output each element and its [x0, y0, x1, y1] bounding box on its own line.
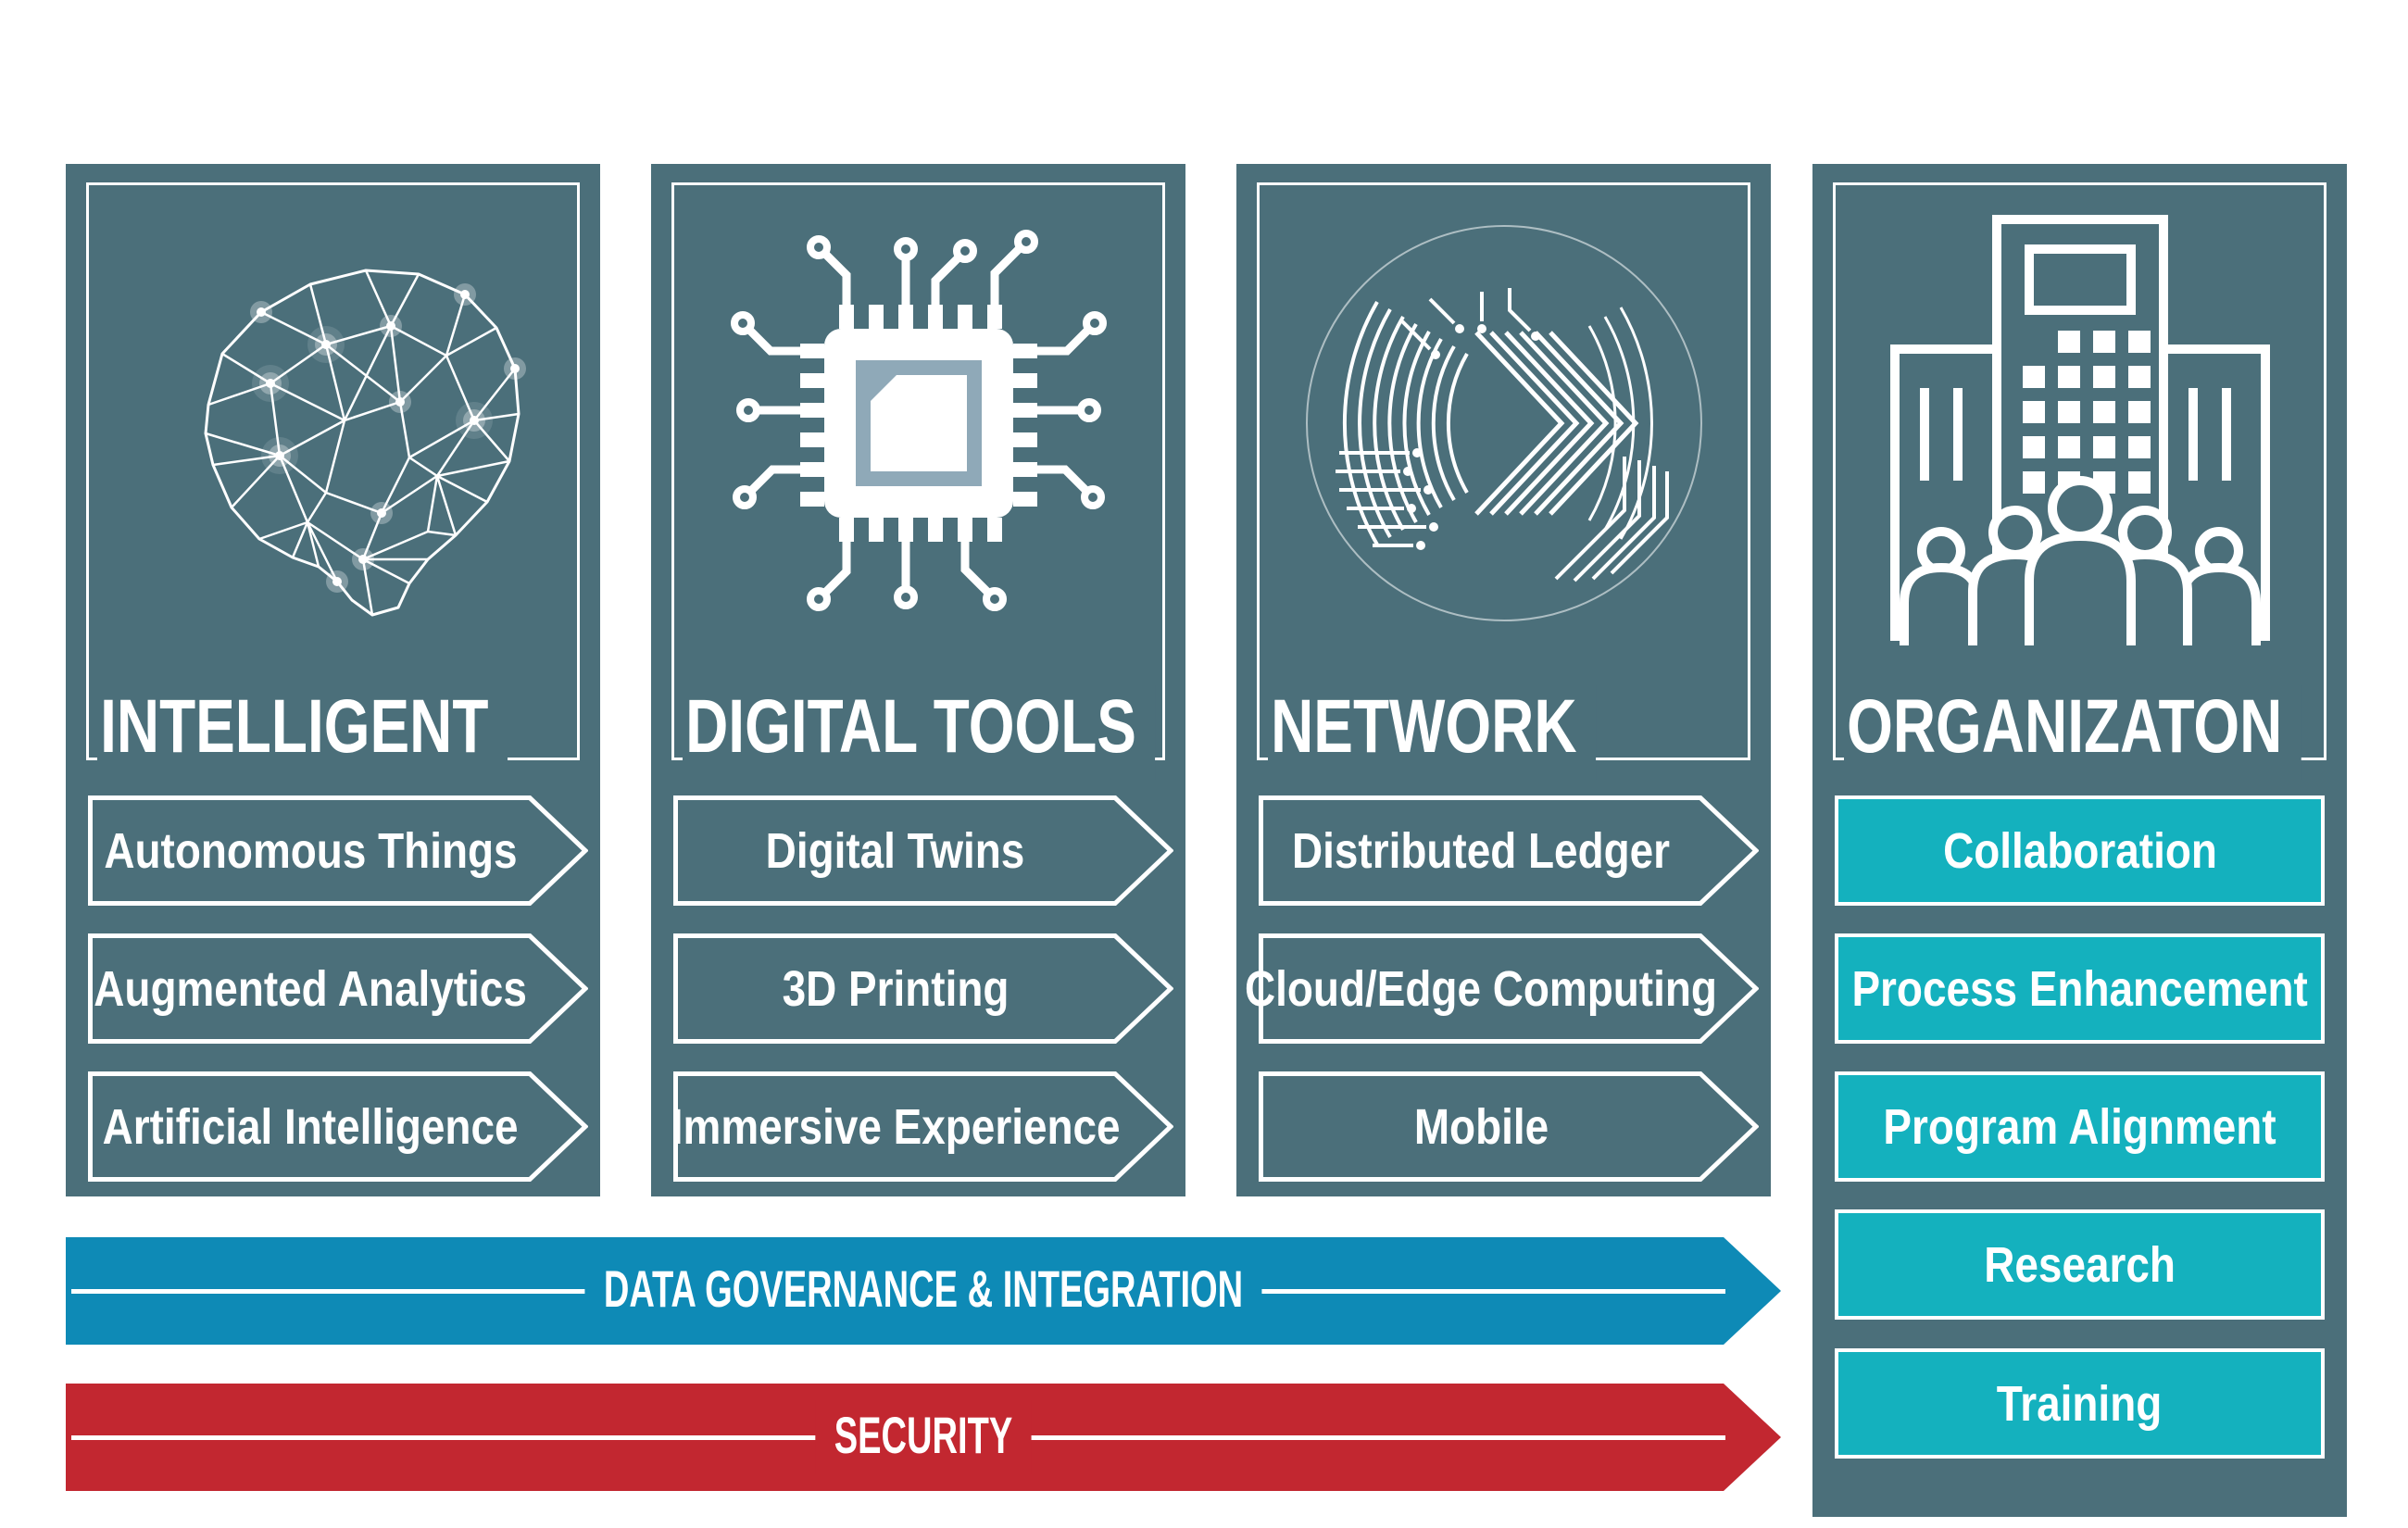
arrow-item: Digital Twins — [673, 795, 1173, 906]
org-item: Process Enhancement — [1835, 933, 2325, 1044]
org-item: Program Alignment — [1835, 1071, 2325, 1182]
org-item-label: Process Enhancement — [1851, 960, 2308, 1017]
org-item-label: Program Alignment — [1883, 1098, 2276, 1155]
circuit-globe-icon — [1236, 164, 1771, 683]
arrow-item-label: Immersive Experience — [671, 1098, 1121, 1155]
arrow-item: Augmented Analytics — [88, 933, 588, 1044]
bar-label: DATA GOVERNANCE & INTEGRATION — [584, 1254, 1781, 1345]
panel-network: NETWORK Distributed Ledger Cloud/Edge Co… — [1236, 164, 1771, 1196]
arrow-item: Mobile — [1259, 1071, 1759, 1182]
arrow-item-label: Mobile — [1413, 1098, 1549, 1155]
panel-digital-tools: DIGITAL TOOLS Digital Twins 3D Printing … — [651, 164, 1185, 1196]
arrow-item: Immersive Experience — [671, 1071, 1173, 1182]
arrow-item: Distributed Ledger — [1259, 795, 1759, 906]
arrow-item: Cloud/Edge Computing — [1245, 933, 1759, 1044]
cpu-chip-icon — [651, 164, 1185, 683]
org-item-label: Research — [1984, 1236, 2176, 1293]
arrow-item-label: Autonomous Things — [103, 822, 518, 879]
column-title: NETWORK — [1268, 685, 1688, 780]
panel-organization: ORGANIZATON Collaboration Process Enhanc… — [1812, 164, 2347, 1517]
org-item: Collaboration — [1835, 795, 2325, 906]
arrow-item: Autonomous Things — [88, 795, 588, 906]
arrow-item: 3D Printing — [673, 933, 1173, 1044]
arrow-item-label: Distributed Ledger — [1291, 822, 1671, 879]
org-item-label: Training — [1997, 1375, 2163, 1432]
bar-label: SECURITY — [815, 1400, 1241, 1491]
column-title: DIGITAL TOOLS — [683, 685, 1288, 780]
data-governance-bar: DATA GOVERNANCE & INTEGRATION — [66, 1237, 1781, 1345]
arrow-item-label: Artificial Intelligence — [102, 1098, 519, 1155]
org-item-label: Collaboration — [1942, 822, 2217, 879]
security-bar: SECURITY — [66, 1384, 1781, 1491]
org-item: Training — [1835, 1348, 2325, 1459]
panel-intelligent: INTELLIGENT Autonomous Things Augmented … — [66, 164, 600, 1196]
arrow-item-label: Digital Twins — [766, 822, 1025, 879]
arrow-item-label: Augmented Analytics — [94, 960, 527, 1017]
column-title: INTELLIGENT — [97, 685, 623, 780]
brain-network-icon — [66, 164, 600, 683]
arrow-item: Artificial Intelligence — [88, 1071, 588, 1182]
arrow-item-label: 3D Printing — [782, 960, 1010, 1017]
arrow-item-label: Cloud/Edge Computing — [1245, 960, 1717, 1017]
column-title: ORGANIZATON — [1844, 685, 2408, 780]
org-item: Research — [1835, 1209, 2325, 1320]
organization-building-icon — [1812, 164, 2347, 683]
